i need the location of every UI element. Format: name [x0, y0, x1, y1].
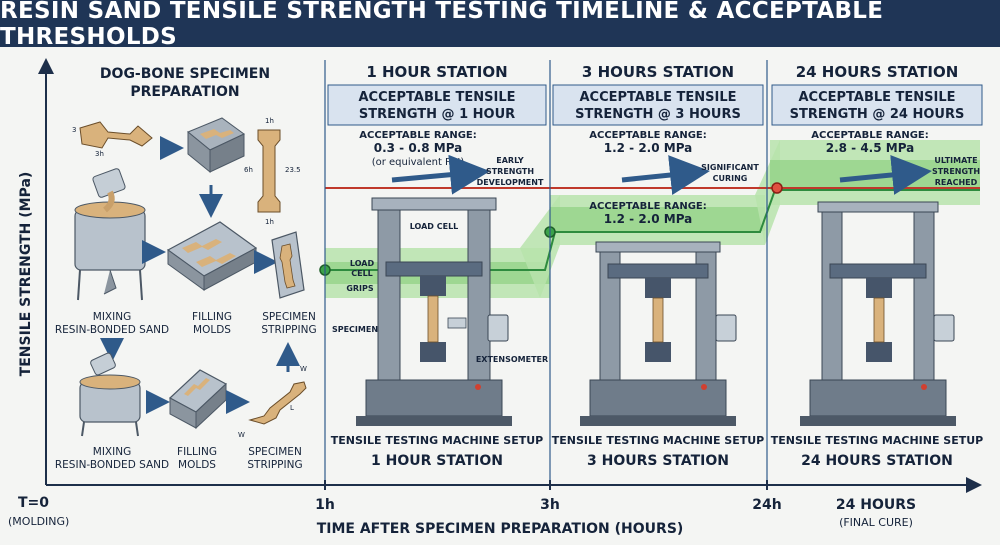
step-fill-label-1: FILLING [192, 311, 232, 323]
station-header: 3 HOURS STATION [582, 63, 734, 81]
end-sublabel: (FINAL CURE) [839, 516, 913, 529]
grips-label: GRIPS [346, 284, 374, 293]
range-label: ACCEPTABLE RANGE: [811, 130, 929, 141]
threshold-box-line1: ACCEPTABLE TENSILE [358, 90, 515, 105]
step-strip-label-1: SPECIMEN [248, 446, 302, 458]
station-footer: 24 HOURS STATION [801, 453, 953, 469]
threshold-box-line2: STRENGTH @ 1 HOUR [359, 107, 515, 122]
load-label-2: CELL [351, 269, 373, 278]
dim-w-top: W [300, 365, 307, 373]
tensile-machine [800, 201, 956, 426]
tensile-machine [580, 241, 737, 426]
threshold-box [771, 84, 983, 126]
x-axis-label: TIME AFTER SPECIMEN PREPARATION (HOURS) [317, 521, 684, 537]
y-axis-label: TENSILE STRENGTH (MPa) [18, 172, 34, 377]
setup-label: TENSILE TESTING MACHINE SETUP [331, 434, 544, 447]
station-3h: 3 HOURS STATION ACCEPTABLE TENSILE STREN… [552, 63, 765, 469]
mixer-icon [79, 352, 141, 437]
t0-sublabel: (MOLDING) [8, 515, 69, 528]
step-strip-label-1: SPECIMEN [262, 311, 316, 323]
band-label: ACCEPTABLE RANGE: [589, 201, 707, 212]
step-mix-label-1: MIXING [93, 446, 131, 458]
arrow-label-3: REACHED [935, 178, 978, 187]
threshold-box-line2: STRENGTH @ 24 HOURS [790, 107, 965, 122]
threshold-box-line2: STRENGTH @ 3 HOURS [575, 107, 741, 122]
mold-tray-icon [166, 221, 258, 291]
prep-title-2: PREPARATION [130, 84, 239, 100]
range-value: 2.8 - 4.5 MPa [826, 141, 915, 155]
extensometer-label: EXTENSOMETER [476, 355, 548, 364]
mold-tray-icon [168, 369, 228, 430]
dim-1h-top: 1h [265, 117, 274, 125]
threshold-box [552, 84, 764, 126]
dogbone-specimen-icon [79, 121, 153, 149]
tick-24h: 24h [752, 497, 781, 513]
arrow-label-2: CURING [713, 174, 748, 183]
dim-1h-bot: 1h [265, 218, 274, 226]
step-fill-label-1: FILLING [177, 446, 217, 458]
station-24h: 24 HOURS STATION ACCEPTABLE TENSILE STRE… [771, 63, 984, 469]
step-fill-label-2: MOLDS [178, 459, 216, 471]
station-header: 1 HOUR STATION [366, 63, 507, 81]
range-note: (or equivalent PSI) [372, 157, 465, 168]
step-strip-label-2: STRIPPING [247, 459, 302, 471]
range-label: ACCEPTABLE RANGE: [359, 130, 477, 141]
range-value: 0.3 - 0.8 MPa [374, 141, 463, 155]
dim-3h: 3h [95, 150, 104, 158]
prep-title-1: DOG-BONE SPECIMEN [100, 66, 270, 82]
setup-label: TENSILE TESTING MACHINE SETUP [771, 434, 984, 447]
band-3h-core [550, 207, 765, 231]
trend-arrow-icon [621, 155, 710, 195]
point-24h [771, 182, 783, 194]
arrow-label-2: STRENGTH [932, 167, 980, 176]
arrow-label-3: DEVELOPMENT [477, 178, 544, 187]
step-mix-label-1: MIXING [93, 311, 131, 323]
threshold-box [327, 84, 547, 126]
trend-arrow-icon [391, 154, 490, 195]
dim-6h: 6h [244, 166, 253, 174]
step-strip-label-2: STRIPPING [261, 324, 316, 336]
arrow-label-1: ULTIMATE [934, 156, 977, 165]
tick-1h: 1h [315, 497, 335, 513]
tensile-machine [356, 197, 512, 426]
mixer-icon [74, 168, 146, 301]
step-fill-label-2: MOLDS [193, 324, 231, 336]
station-header: 24 HOURS STATION [796, 63, 959, 81]
threshold-box-line1: ACCEPTABLE TENSILE [579, 90, 736, 105]
arrow-label-2: STRENGTH [486, 167, 534, 176]
threshold-box-line1: ACCEPTABLE TENSILE [798, 90, 955, 105]
prep-panel: DOG-BONE SPECIMEN PREPARATION 3 3h 1h 6h… [55, 66, 317, 471]
load-cell-label: LOAD CELL [410, 222, 459, 231]
specimen-label: SPECIMEN [332, 325, 378, 334]
arrow-label-1: EARLY [496, 156, 524, 165]
station-1h: 1 HOUR STATION ACCEPTABLE TENSILE STRENG… [327, 63, 548, 469]
title-banner: RESIN SAND TENSILE STRENGTH TESTING TIME… [0, 0, 1000, 50]
range-label: ACCEPTABLE RANGE: [589, 130, 707, 141]
dim-23: 23.5 [285, 166, 301, 174]
trend-arrow-icon [839, 155, 932, 195]
station-footer: 1 HOUR STATION [371, 453, 503, 469]
page-title: RESIN SAND TENSILE STRENGTH TESTING TIME… [0, 0, 884, 50]
step-mix-label-2: RESIN-BONDED SAND [55, 459, 169, 471]
dim-w-bot: W [238, 431, 245, 439]
dogbone-dimension-icon [257, 129, 281, 213]
stripped-specimen-icon [271, 231, 305, 299]
arrow-label-1: SIGNIFICANT [701, 163, 759, 172]
strength-trend-line [325, 189, 980, 271]
load-label-1: LOAD [350, 259, 375, 268]
tick-3h: 3h [540, 497, 560, 513]
step-mix-label-2: RESIN-BONDED SAND [55, 324, 169, 336]
end-label: 24 HOURS [836, 497, 916, 513]
dim-3: 3 [72, 126, 76, 134]
t0-label: T=0 [18, 495, 49, 511]
setup-label: TENSILE TESTING MACHINE SETUP [552, 434, 765, 447]
dim-l: L [290, 404, 294, 412]
station-footer: 3 HOURS STATION [587, 453, 729, 469]
band-range: 1.2 - 2.0 MPa [604, 212, 693, 226]
dogbone-specimen-icon [248, 381, 307, 425]
range-value: 1.2 - 2.0 MPa [604, 141, 693, 155]
